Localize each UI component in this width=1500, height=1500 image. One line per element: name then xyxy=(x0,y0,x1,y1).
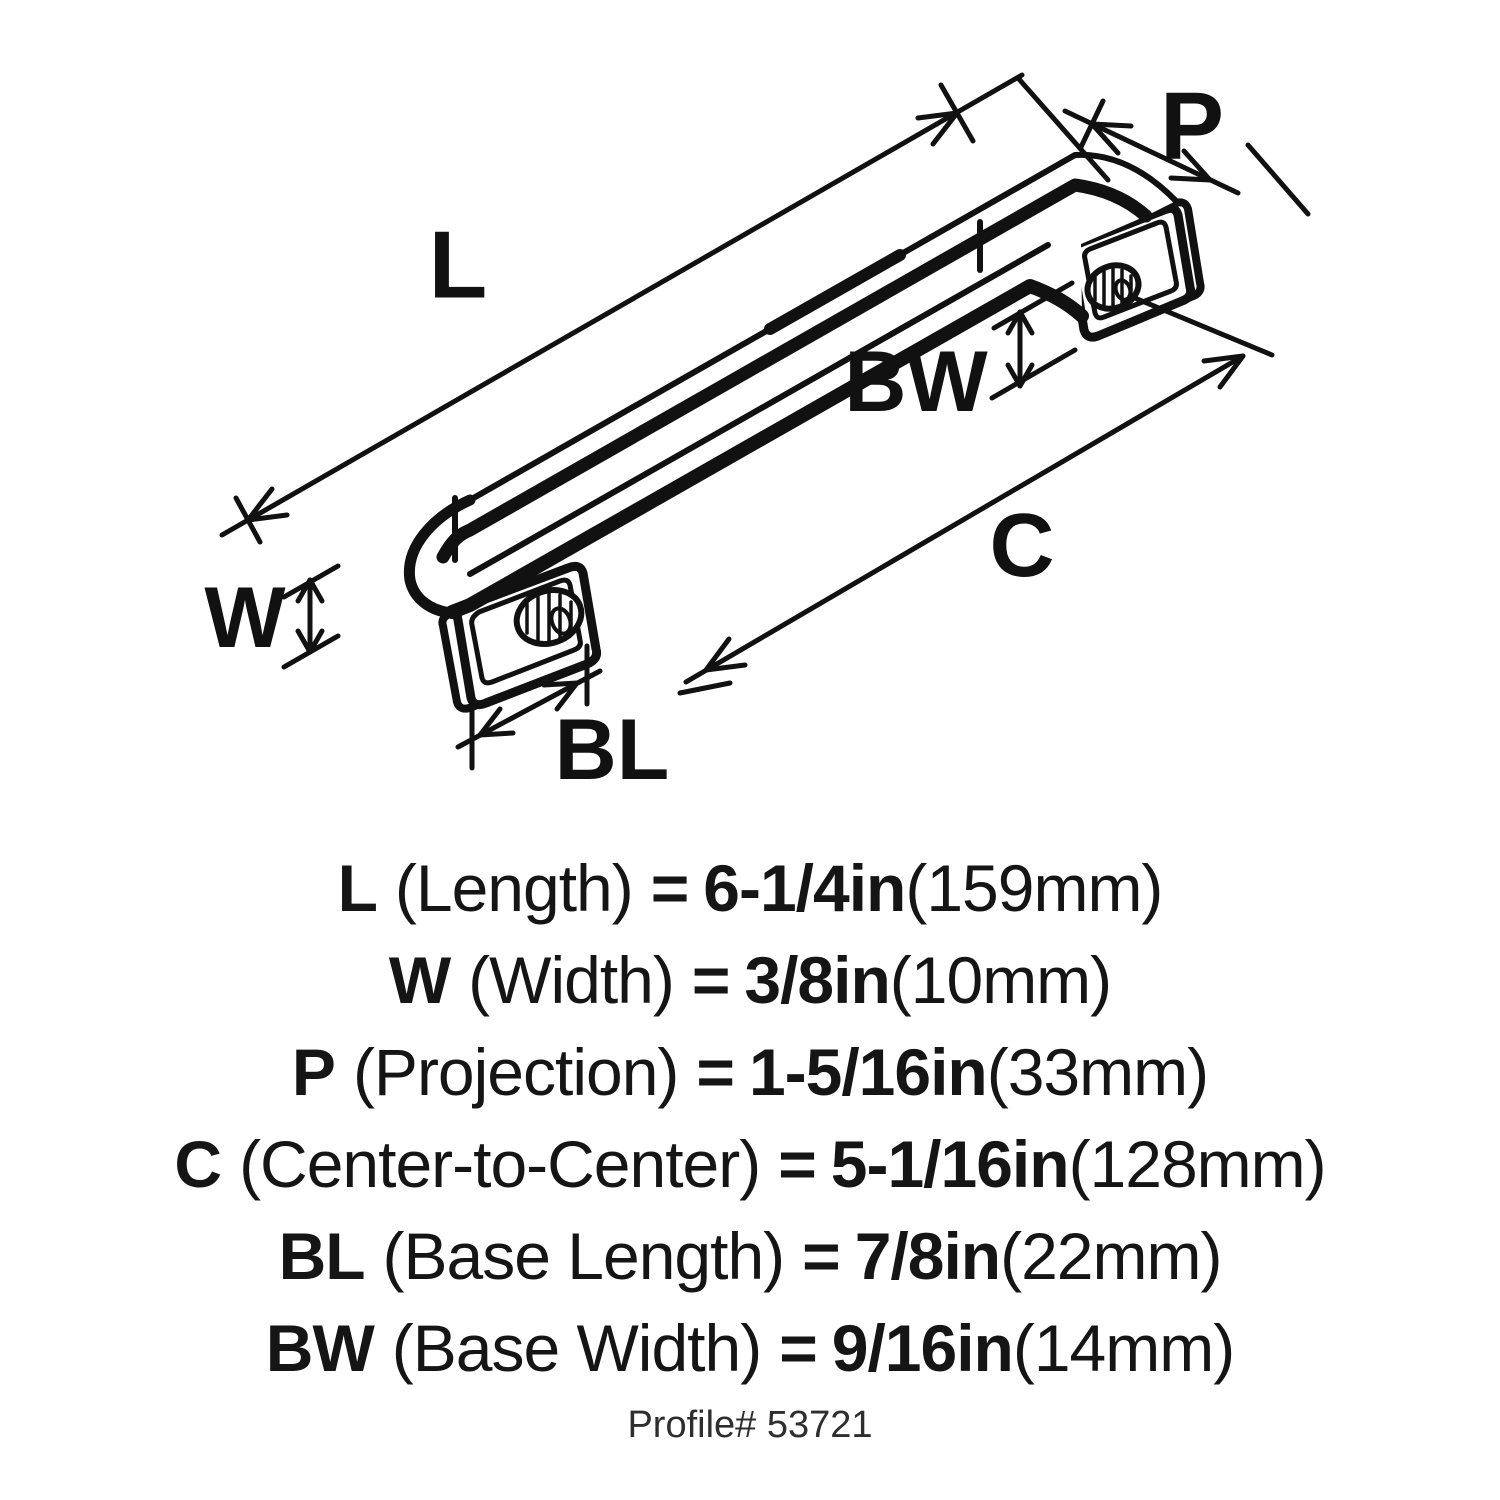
spec-value: 7/8in xyxy=(854,1219,1001,1293)
w-extension-tick-top xyxy=(281,563,341,600)
spec-name: (Center-to-Center) xyxy=(239,1127,761,1201)
label-P: P xyxy=(1160,73,1224,180)
l-extension-tick-left xyxy=(233,495,263,545)
spec-row-projection: P (Projection) = 1-5/16in (33mm) xyxy=(0,1026,1500,1118)
dimension-length xyxy=(219,72,1111,545)
left-screw-hole-icon xyxy=(513,587,585,647)
spec-row-width: W (Width) = 3/8in (10mm) xyxy=(0,934,1500,1026)
spec-equals: = xyxy=(779,1311,818,1385)
spec-letter: BL xyxy=(278,1219,366,1293)
spec-metric: (22mm) xyxy=(1000,1219,1222,1293)
specs-list: L (Length) = 6-1/4in (159mm) W (Width) =… xyxy=(0,842,1500,1447)
dimension-base-length xyxy=(455,643,603,771)
spec-name: (Base Length) xyxy=(382,1219,786,1293)
dimension-center-to-center xyxy=(677,293,1275,696)
spec-row-length: L (Length) = 6-1/4in (159mm) xyxy=(0,842,1500,934)
w-extension-tick-bottom xyxy=(281,633,341,670)
c-dimension-line xyxy=(683,353,1246,685)
spec-row-base-width: BW (Base Width) = 9/16in (14mm) xyxy=(0,1302,1500,1394)
spec-equals: = xyxy=(696,1035,735,1109)
bw-arrow-down-icon xyxy=(1005,362,1035,389)
l-arrow-right-icon xyxy=(915,110,960,147)
handle-bar xyxy=(403,151,1179,619)
dimension-base-width xyxy=(989,280,1078,401)
handle-back-top-edge-accent xyxy=(764,249,906,335)
spec-letter: P xyxy=(291,1035,336,1109)
spec-metric: (10mm) xyxy=(889,943,1112,1017)
spec-row-base-length: BL (Base Length) = 7/8in (22mm) xyxy=(0,1210,1500,1302)
l-extension-line-right xyxy=(1015,75,1111,183)
spec-letter: C xyxy=(174,1127,222,1201)
l-extension-tick-right xyxy=(938,82,976,144)
handle-bottom-edge xyxy=(445,279,1089,619)
p-extension-line-right xyxy=(1245,142,1311,217)
spec-letter: L xyxy=(337,851,378,925)
profile-number: Profile# 53721 xyxy=(627,1404,873,1446)
handle-front-top-edge xyxy=(436,178,1153,564)
spec-value: 9/16in xyxy=(831,1311,1014,1385)
p-arrow-right-icon xyxy=(1168,148,1213,183)
spec-row-center-to-center: C (Center-to-Center) = 5-1/16in (128mm) xyxy=(0,1118,1500,1210)
spec-letter: W xyxy=(388,943,451,1017)
spec-metric: (159mm) xyxy=(905,851,1163,925)
spec-name: (Projection) xyxy=(352,1035,679,1109)
p-extension-tick-left xyxy=(1078,98,1106,150)
c-extension-tick-left xyxy=(677,680,733,696)
spec-equals: = xyxy=(691,943,731,1017)
left-base-bezel xyxy=(469,577,583,686)
l-dimension-line xyxy=(219,72,1025,538)
spec-equals: = xyxy=(802,1219,841,1293)
bl-arrow-left-icon xyxy=(477,706,516,738)
spec-metric: (14mm) xyxy=(1012,1311,1235,1385)
spec-value: 5-1/16in xyxy=(830,1127,1070,1201)
spec-value: 1-5/16in xyxy=(748,1035,988,1109)
handle-drawing-svg: L P BW C W BL xyxy=(204,72,1311,798)
handle-dimension-diagram: L P BW C W BL xyxy=(204,72,1311,798)
c-arrow-right-icon xyxy=(1201,353,1246,390)
spec-name: (Base Width) xyxy=(391,1311,762,1385)
spec-name: (Length) xyxy=(394,851,634,925)
label-W: W xyxy=(204,570,286,666)
dimension-projection xyxy=(1062,98,1311,217)
handle-front-bevel-line xyxy=(467,242,1051,577)
label-C: C xyxy=(990,496,1055,596)
label-BW: BW xyxy=(844,334,988,430)
right-screw-hole-icon xyxy=(1084,262,1142,312)
l-arrow-left-icon xyxy=(245,486,290,523)
bw-extension-tick-top xyxy=(991,280,1075,331)
c-extension-line-right xyxy=(1127,293,1275,358)
dimension-width xyxy=(281,563,341,670)
spec-equals: = xyxy=(650,851,690,925)
bl-arrow-right-icon xyxy=(541,680,580,712)
c-arrow-left-icon xyxy=(703,636,748,673)
spec-metric: (128mm) xyxy=(1068,1127,1327,1201)
spec-value: 6-1/4in xyxy=(703,851,906,925)
spec-name: (Width) xyxy=(468,943,675,1017)
label-BL: BL xyxy=(555,702,670,798)
spec-metric: (33mm) xyxy=(986,1035,1209,1109)
right-base-bezel xyxy=(1082,219,1179,321)
spec-letter: BW xyxy=(265,1311,375,1385)
spec-equals: = xyxy=(778,1127,817,1201)
spec-value: 3/8in xyxy=(744,943,890,1017)
handle-left-bend-outer-edge xyxy=(403,494,476,619)
bw-extension-tick-bottom xyxy=(989,347,1078,401)
label-L: L xyxy=(429,212,488,319)
handle-back-top-edge xyxy=(467,151,1179,503)
